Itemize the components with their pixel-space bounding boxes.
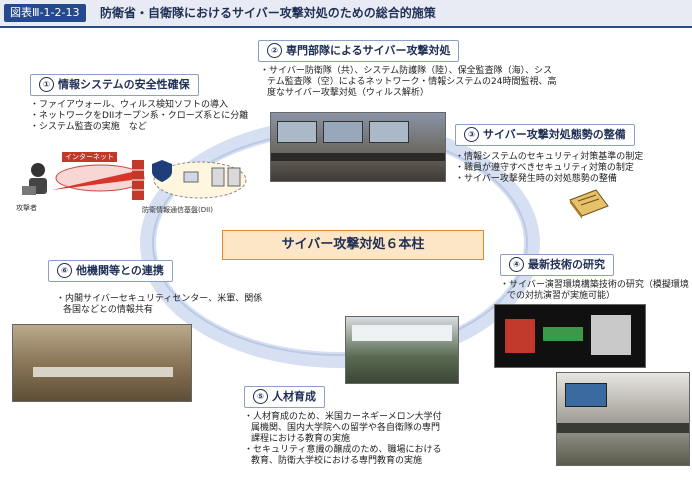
operations-center-photo [270, 112, 446, 182]
pillar-3-title: ③ サイバー攻撃対処態勢の整備 [455, 124, 635, 146]
pillar-1-bullet-3: システム監査の実施 など [30, 122, 280, 133]
pillar-2-title: ② 専門部隊によるサイバー攻撃対処 [258, 40, 460, 62]
figure-header: 図表Ⅲ-1-2-13 防衛省・自衛隊におけるサイバー攻撃対処のための総合的施策 [0, 0, 692, 28]
training-room-photo [556, 372, 690, 466]
figure-number-badge: 図表Ⅲ-1-2-13 [4, 4, 86, 22]
pillar-3-bullet-1: 情報システムのセキュリティ対策基準の制定 [455, 152, 685, 163]
pillar-3-bullet-3: サイバー攻撃発生時の対処態勢の整備 [455, 174, 685, 185]
network-diagram [22, 160, 247, 200]
meeting-room-photo [12, 324, 192, 402]
pillar-3-bullet-2: 職員が遵守すべきセキュリティ対策の制定 [455, 163, 685, 174]
pillar-4-title: ④ 最新技術の研究 [500, 254, 614, 276]
pillar-1-title-text: 情報システムの安全性確保 [58, 78, 190, 91]
pillar-5-title-text: 人材育成 [272, 390, 316, 403]
server-icon-2 [227, 167, 241, 187]
pillar-5-title: ⑤ 人材育成 [244, 386, 325, 408]
pillar-6-title: ⑥ 他機関等との連携 [48, 260, 173, 282]
pillar-1-bullet-1: ファイアウォール、ウィルス検知ソフトの導入 [30, 100, 280, 111]
pillar-5-number: ⑤ [253, 389, 268, 404]
pillar-4-bullet-1: サイバー演習環境構築技術の研究（模擬環境での対抗演習が実施可能） [500, 280, 690, 302]
dii-label: 防衛情報通信基盤(DII) [142, 206, 213, 214]
firewall-icon [132, 160, 144, 200]
pillar-4-bullets: サイバー演習環境構築技術の研究（模擬環境での対抗演習が実施可能） [500, 280, 690, 302]
pillar-4-number: ④ [509, 257, 524, 272]
server-icon [211, 167, 225, 187]
pillar-6-bullets: 内閣サイバーセキュリティセンター、米軍、関係各国などとの情報共有 [56, 294, 266, 316]
pillar-2-bullet-1: サイバー防衛隊（共）、システム防護隊（陸）、保全監査隊（海）、システム監査隊（空… [260, 66, 560, 99]
center-label: サイバー攻撃対処６本柱 [222, 230, 484, 260]
attack-arrow-icon [52, 172, 132, 190]
pillar-1-bullets: ファイアウォール、ウィルス検知ソフトの導入 ネットワークをDIIオープン系・クロ… [30, 100, 280, 133]
pillar-5-bullet-1: 人材育成のため、米国カーネギーメロン大学付属機関、国内大学院への留学や各自衛隊の… [244, 412, 448, 445]
shield-icon [152, 160, 172, 182]
attacker-label: 攻撃者 [16, 204, 37, 212]
pillar-2-bullets: サイバー防衛隊（共）、システム防護隊（陸）、保全監査隊（海）、システム監査隊（空… [260, 66, 560, 99]
figure-title: 防衛省・自衛隊におけるサイバー攻撃対処のための総合的施策 [100, 6, 436, 20]
pillar-3-bullets: 情報システムのセキュリティ対策基準の制定 職員が遵守すべきセキュリティ対策の制定… [455, 152, 685, 185]
rulebook-icon [569, 189, 609, 219]
pillar-2-number: ② [267, 43, 282, 58]
attacker-icon [22, 163, 47, 195]
pillar-5-bullets: 人材育成のため、米国カーネギーメロン大学付属機関、国内大学院への留学や各自衛隊の… [244, 412, 448, 467]
pillar-1-title: ① 情報システムの安全性確保 [30, 74, 199, 96]
pillar-6-bullet-1: 内閣サイバーセキュリティセンター、米軍、関係各国などとの情報共有 [56, 294, 266, 316]
pillar-4-title-text: 最新技術の研究 [528, 258, 605, 271]
pillar-3-number: ③ [464, 127, 479, 142]
pillar-6-number: ⑥ [57, 263, 72, 278]
pillar-1-bullet-2: ネットワークをDIIオープン系・クローズ系とに分離 [30, 111, 282, 122]
internet-label: インターネット [62, 152, 117, 162]
classroom-photo [345, 316, 459, 384]
pillar-3-title-text: サイバー攻撃対処態勢の整備 [483, 128, 626, 141]
pillar-6-title-text: 他機関等との連携 [76, 264, 164, 277]
simulation-screen-photo [494, 304, 646, 368]
pillar-1-number: ① [39, 77, 54, 92]
pillar-5-bullet-2: セキュリティ意識の醸成のため、職場における教育、防衛大学校における専門教育の実施 [244, 445, 448, 467]
pc-icon [183, 171, 199, 183]
pillar-2-title-text: 専門部隊によるサイバー攻撃対処 [286, 44, 451, 57]
